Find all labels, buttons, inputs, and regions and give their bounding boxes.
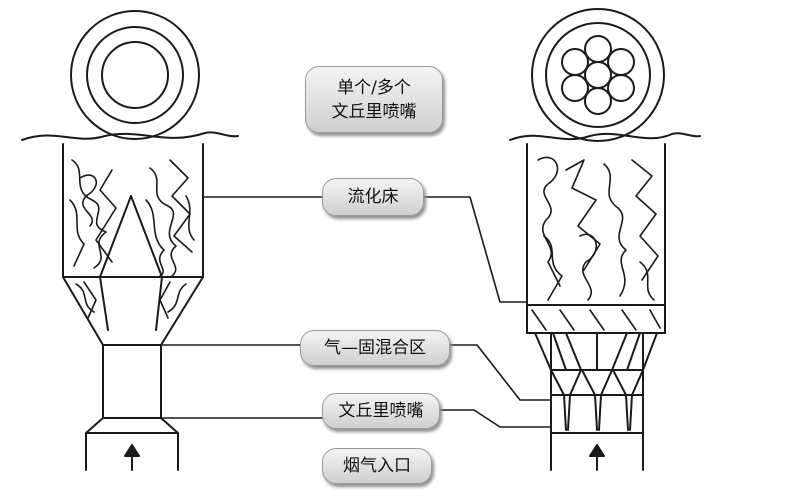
left-break-line (21, 131, 239, 141)
nozzle-type-label: 单个/多个 文丘里喷嘴 (305, 66, 443, 133)
right-break-line (509, 132, 701, 141)
leader-lines (160, 196, 552, 428)
left-reactor (62, 143, 204, 471)
single-nozzle-plan-icon (70, 10, 200, 140)
nozzle-type-line1: 单个/多个 (337, 77, 411, 98)
fluidized-bed-label: 流化床 (322, 178, 424, 216)
left-bed-particles (69, 159, 195, 319)
gas-solid-mixing-zone-label: 气—固混合区 (300, 330, 450, 366)
nozzle-type-line2: 文丘里喷嘴 (331, 101, 417, 122)
right-bed-particles (531, 156, 661, 331)
flue-gas-inlet-label: 烟气入口 (322, 448, 432, 484)
right-reactor (526, 143, 666, 471)
right-gas-inlet-arrow-icon (589, 444, 605, 471)
venturi-nozzle-label: 文丘里喷嘴 (322, 393, 440, 429)
gas-inlet-arrow-icon (124, 444, 140, 471)
multi-nozzle-plan-icon (531, 8, 665, 142)
